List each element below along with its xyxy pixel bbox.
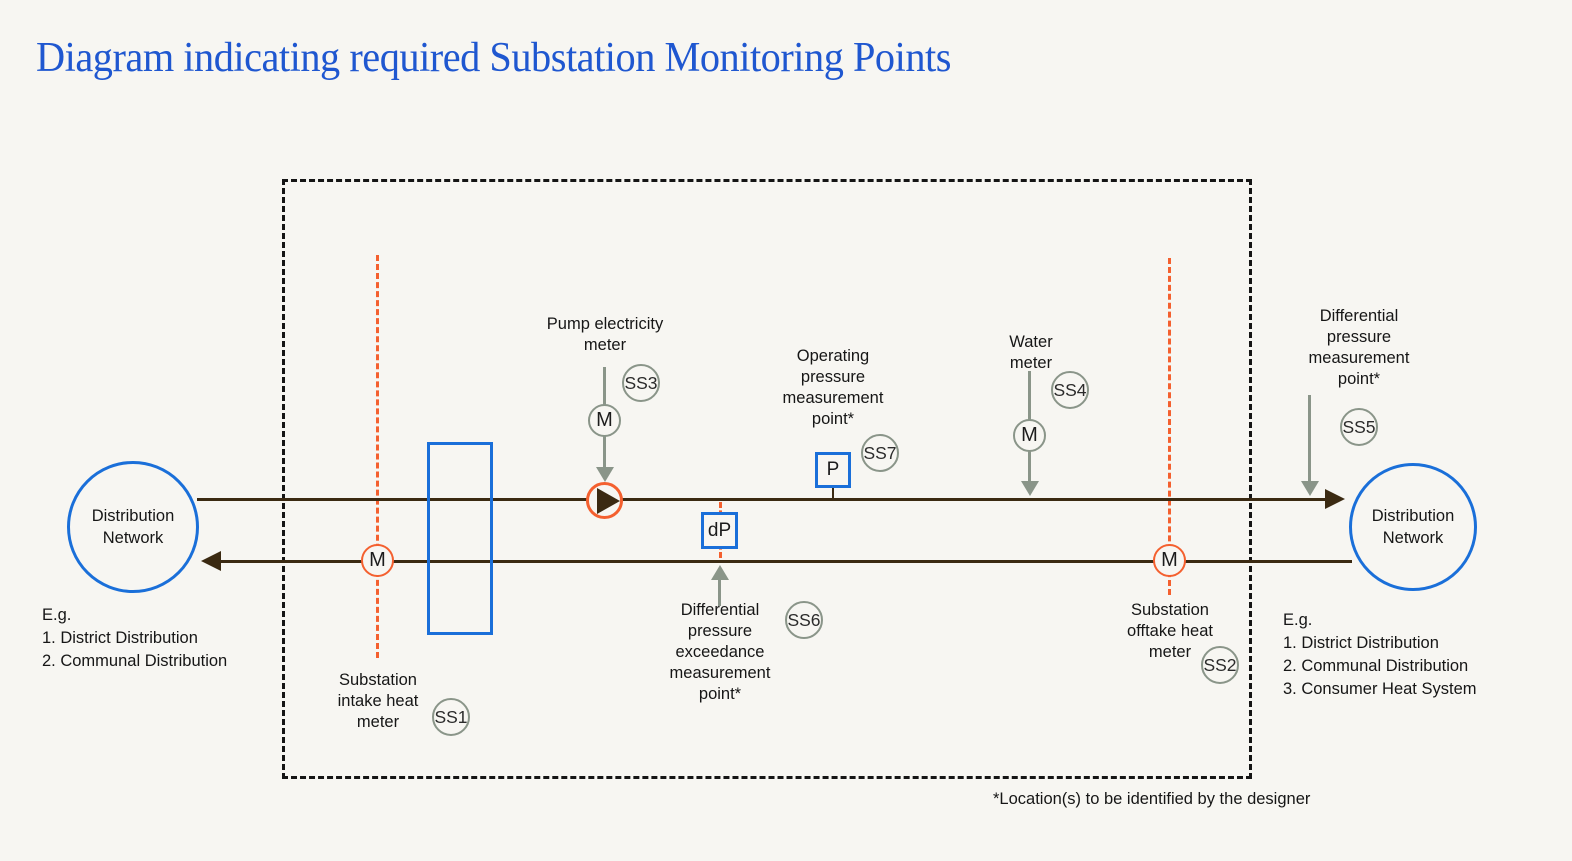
differential-pressure-symbol: dP xyxy=(701,512,738,549)
left-examples-list: E.g. 1. District Distribution 2. Communa… xyxy=(42,604,227,673)
pump-meter-arrow-icon xyxy=(596,467,614,482)
offtake-heat-meter-symbol: M xyxy=(1153,544,1186,577)
right-network-label: Distribution Network xyxy=(1371,507,1455,547)
pump-icon xyxy=(586,482,623,519)
list-item: 1. District Distribution xyxy=(1283,634,1439,652)
designer-footnote: *Location(s) to be identified by the des… xyxy=(993,790,1311,808)
page-title: Diagram indicating required Substation M… xyxy=(36,35,951,81)
right-distribution-network-node: Distribution Network xyxy=(1349,463,1477,591)
heat-exchanger-rect xyxy=(427,442,493,635)
ss5-tag: SS5 xyxy=(1340,408,1378,446)
substation-boundary xyxy=(282,179,1252,779)
ss1-tag: SS1 xyxy=(432,698,470,736)
return-arrow-icon xyxy=(201,551,221,571)
right-examples-list: E.g. 1. District Distribution 2. Communa… xyxy=(1283,609,1477,701)
dp-exceedance-stem xyxy=(718,578,721,606)
return-pipe xyxy=(221,560,1352,563)
right-examples-heading: E.g. xyxy=(1283,611,1313,629)
pressure-point-symbol: P xyxy=(815,452,851,488)
pump-electricity-meter-symbol: M xyxy=(588,404,621,437)
flow-arrow-icon xyxy=(1325,489,1345,509)
intake-meter-dashed-line xyxy=(376,255,379,658)
dp-exceedance-arrow-icon xyxy=(711,565,729,580)
intake-heat-meter-label: Substation intake heat meter xyxy=(337,671,419,731)
water-meter-arrow-icon xyxy=(1021,481,1039,496)
list-item: 2. Communal Distribution xyxy=(42,652,228,670)
operating-pressure-label: Operating pressure measurement point* xyxy=(782,347,884,428)
ss7-tag: SS7 xyxy=(861,434,899,472)
diff-pressure-measurement-label: Differential pressure measurement point* xyxy=(1308,307,1410,388)
water-meter-symbol: M xyxy=(1013,419,1046,452)
water-meter-label: Water meter xyxy=(1009,333,1053,372)
left-examples-heading: E.g. xyxy=(42,606,72,624)
diff-pressure-stem xyxy=(1308,395,1311,483)
dp-exceedance-label: Differential pressure exceedance measure… xyxy=(669,601,771,703)
ss2-tag: SS2 xyxy=(1201,646,1239,684)
left-distribution-network-node: Distribution Network xyxy=(67,461,199,593)
pressure-box-stem xyxy=(832,487,834,499)
pump-electricity-meter-label: Pump electricity meter xyxy=(546,315,664,354)
pump-rotor-icon xyxy=(596,487,620,514)
list-item: 1. District Distribution xyxy=(42,629,198,647)
ss6-tag: SS6 xyxy=(785,601,823,639)
list-item: 3. Consumer Heat System xyxy=(1283,680,1477,698)
list-item: 2. Communal Distribution xyxy=(1283,657,1469,675)
offtake-meter-dashed-line xyxy=(1168,258,1171,595)
left-network-label: Distribution Network xyxy=(91,507,175,547)
diff-pressure-arrow-icon xyxy=(1301,481,1319,496)
intake-heat-meter-symbol: M xyxy=(361,544,394,577)
flow-pipe xyxy=(197,498,1325,501)
offtake-heat-meter-label: Substation offtake heat meter xyxy=(1127,601,1213,661)
ss4-tag: SS4 xyxy=(1051,371,1089,409)
ss3-tag: SS3 xyxy=(622,364,660,402)
